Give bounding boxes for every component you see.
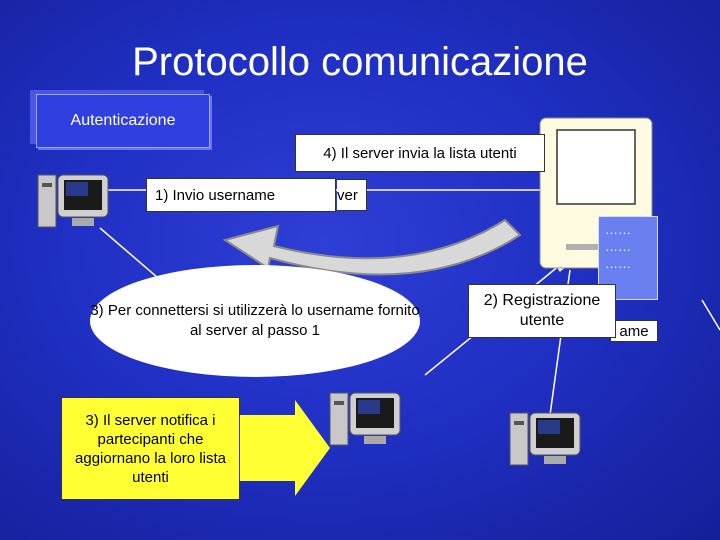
notify-arrow: [238, 400, 330, 496]
computer-icon: [329, 392, 401, 446]
page-title: Protocollo comunicazione: [132, 40, 588, 84]
label-step1-text: 1) Invio username: [155, 186, 276, 204]
computer-icon: [37, 174, 109, 228]
computer-icon: [509, 412, 581, 466]
label-step2-tail: ame: [610, 320, 658, 342]
label-step4: 4) Il server invia la lista utenti: [295, 134, 545, 172]
callout-step3: 3) Per connettersi si utilizzerà lo user…: [90, 265, 420, 377]
label-step1: 1) Invio username ver: [146, 178, 367, 212]
section-tab-autenticazione[interactable]: Autenticazione: [36, 94, 210, 148]
label-step1-tail: ver: [337, 179, 367, 211]
label-step2: 2) Registrazione utente: [468, 284, 616, 338]
return-arrow: [222, 218, 522, 276]
label-step3b: 3) Il server notifica i partecipanti che…: [61, 397, 240, 500]
